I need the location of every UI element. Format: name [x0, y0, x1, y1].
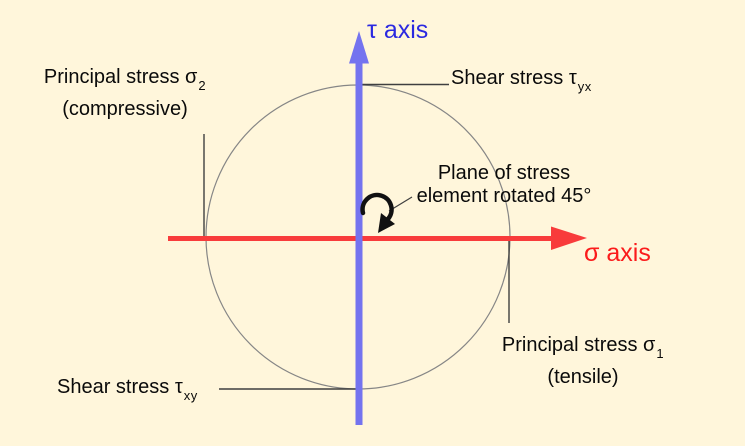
shear-xy-subscript: xy	[183, 388, 198, 403]
shear-xy-text: Shear stress τ	[57, 376, 183, 398]
sigma-axis-arrowhead-icon	[551, 226, 587, 250]
label-plane-line1: Plane of stress	[437, 162, 571, 184]
label-principal-stress-1-qualifier: (tensile)	[547, 366, 619, 388]
shear-yx-subscript: yx	[577, 79, 592, 94]
rotation-arrow-icon	[360, 192, 394, 222]
label-principal-stress-1-line1: Principal stress σ1	[493, 330, 673, 362]
tau-axis-label: τ axis	[367, 16, 429, 44]
label-plane-of-stress: Plane of stress element rotated 45°	[408, 162, 600, 208]
label-principal-stress-2-qualifier: (compressive)	[62, 98, 188, 120]
label-plane-line2: element rotated 45°	[416, 185, 592, 207]
principal-1-text: Principal stress σ	[501, 334, 656, 356]
sigma-axis-label: σ axis	[584, 239, 651, 267]
label-shear-stress-yx: Shear stress τyx	[451, 67, 592, 94]
rotation-arrowhead-icon	[378, 213, 395, 233]
principal-1-subscript: 1	[656, 346, 665, 361]
label-principal-stress-1: Principal stress σ1 (tensile)	[493, 330, 673, 393]
principal-2-subscript: 2	[198, 78, 207, 93]
label-shear-stress-xy: Shear stress τxy	[57, 376, 198, 403]
label-principal-stress-2-line1: Principal stress σ2	[25, 62, 225, 94]
label-principal-stress-2: Principal stress σ2 (compressive)	[25, 62, 225, 125]
principal-2-text: Principal stress σ	[43, 66, 198, 88]
tau-axis-arrowhead-icon	[349, 31, 369, 64]
shear-yx-text: Shear stress τ	[451, 67, 577, 89]
